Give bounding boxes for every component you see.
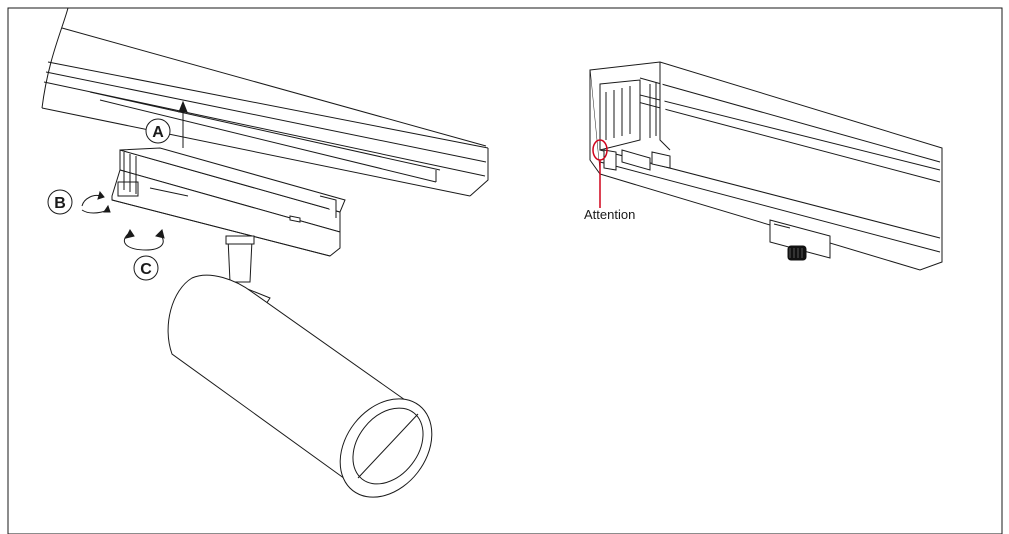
- attention-marker: [592, 139, 608, 208]
- attention-label: Attention: [584, 207, 635, 222]
- adjustment-knob: [787, 245, 807, 261]
- label-b-badge: B: [47, 189, 73, 215]
- label-a-text: A: [152, 124, 164, 141]
- spotlight: [167, 235, 433, 498]
- ceiling-track-rail: [41, 7, 489, 197]
- label-c-badge: C: [133, 255, 159, 281]
- track-adapter: [111, 147, 346, 257]
- track-detail: [589, 61, 943, 271]
- rotate-arrow-b: [81, 190, 111, 214]
- label-b-text: B: [54, 195, 66, 212]
- label-a-badge: A: [145, 118, 171, 144]
- arrow-a: [178, 100, 188, 148]
- diagram-border: [7, 7, 1003, 534]
- rotate-arrow-c: [123, 229, 165, 251]
- label-c-text: C: [140, 261, 152, 278]
